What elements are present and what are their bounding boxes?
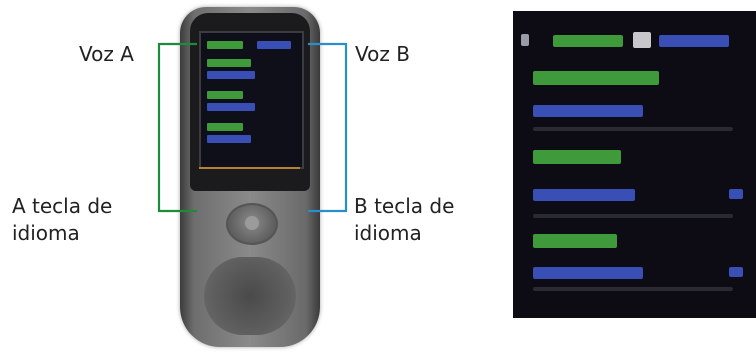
voice-b-tag: [659, 35, 729, 47]
screen-row-green: [207, 91, 243, 99]
dpad-center-button: [245, 216, 259, 230]
message-divider: [533, 287, 733, 291]
screen-row-blue: [207, 103, 255, 111]
translated-text-line: [533, 189, 635, 201]
source-text-line: [533, 234, 617, 248]
play-indicator-icon: [729, 267, 743, 277]
translated-text-line: [533, 105, 643, 117]
screen-row-green: [207, 59, 251, 67]
screen-row-blue: [257, 41, 291, 49]
play-indicator-icon: [729, 189, 743, 199]
navigation-pad-icon: [226, 203, 278, 245]
voice-b-label: Voz B: [355, 42, 410, 66]
screen-indicator-strip: [199, 167, 300, 169]
translated-text-line: [533, 267, 643, 279]
source-text-line: [533, 150, 621, 164]
swap-icon: [633, 32, 651, 48]
status-icon: [521, 34, 529, 46]
language-key-b-label: B tecla de idioma: [354, 194, 455, 245]
screen-row-blue: [207, 71, 255, 79]
language-key-a-label: A tecla de idioma: [12, 194, 113, 245]
screen-row-green: [207, 41, 243, 49]
screen-row-green: [207, 123, 243, 131]
translator-device-icon: [180, 7, 320, 347]
device-screen: [199, 31, 304, 169]
voice-a-label: Voz A: [79, 42, 134, 66]
speaker-grille: [204, 257, 296, 335]
voice-a-tag: [553, 35, 623, 47]
source-text-line: [533, 71, 659, 85]
message-divider: [533, 127, 733, 131]
message-divider: [533, 214, 733, 218]
screen-row-blue: [207, 135, 251, 143]
zoomed-screen-view: [513, 11, 756, 318]
